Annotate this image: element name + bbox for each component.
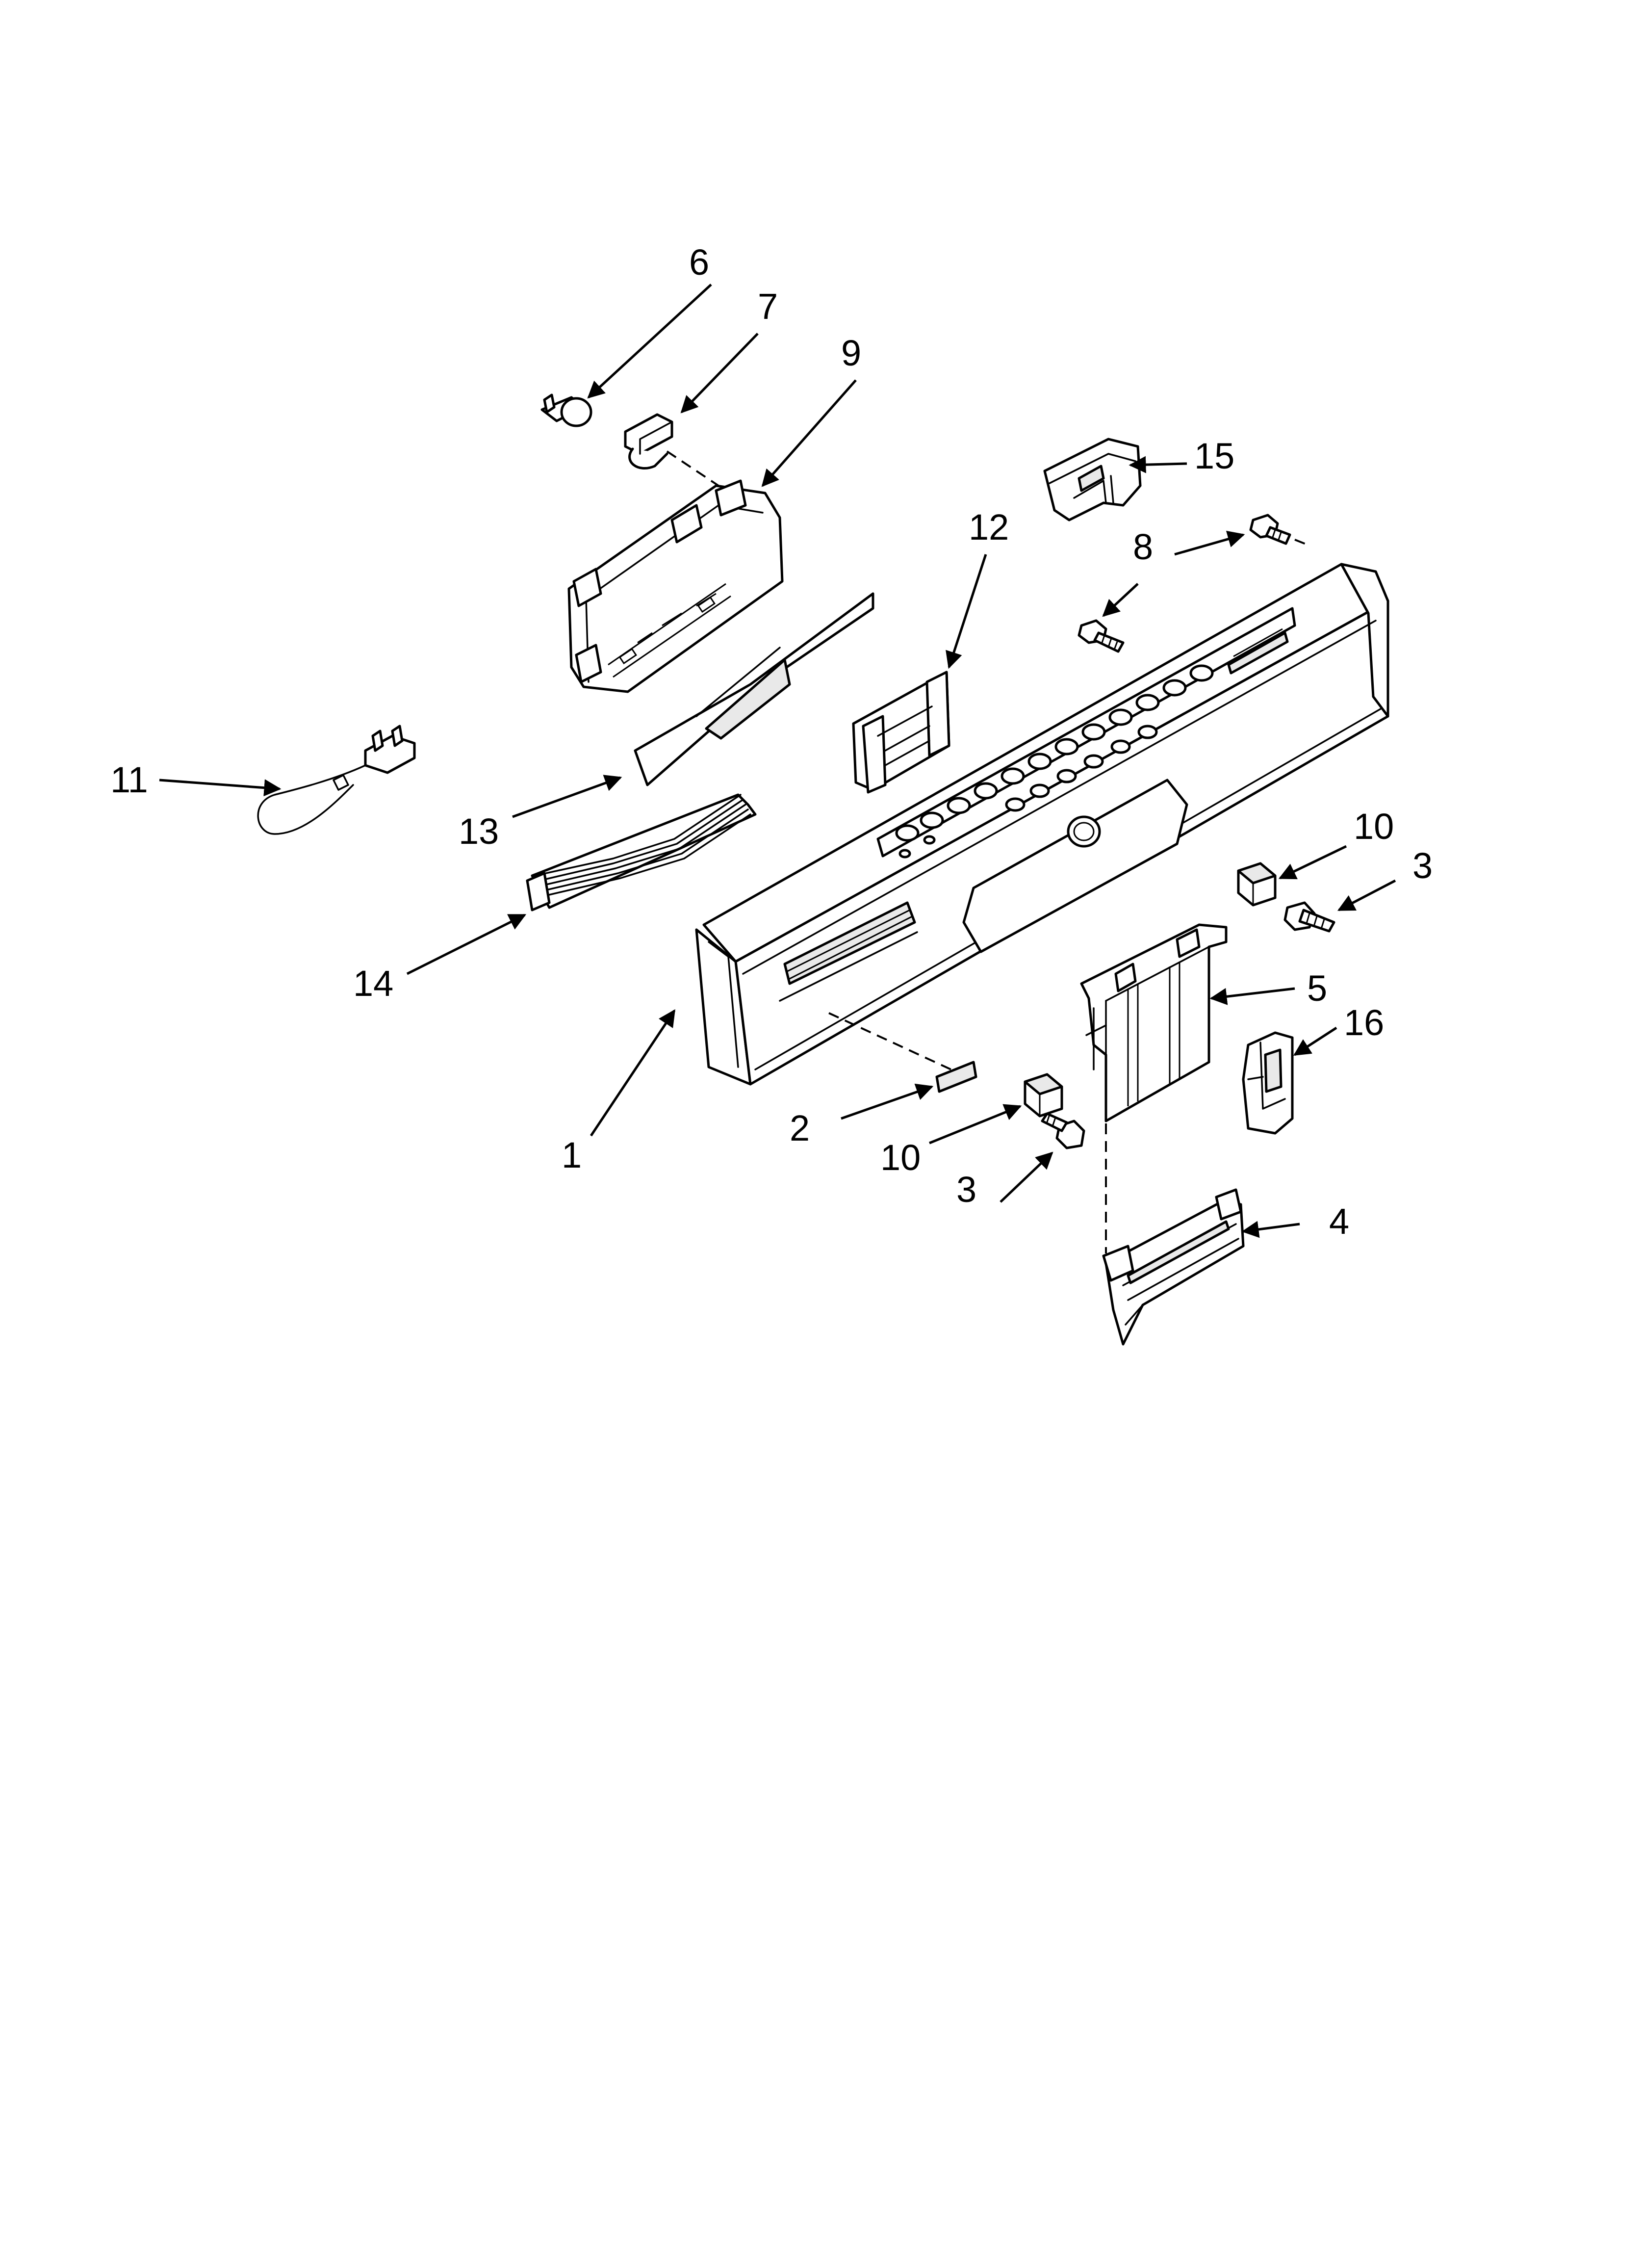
part-8-mount-line (1294, 539, 1310, 547)
part-15-bracket-clip[interactable] (1043, 438, 1142, 521)
callout-15: 15 (1194, 436, 1234, 476)
part-10-clip-upper[interactable] (1237, 862, 1277, 907)
part-14-ribbon-cable[interactable] (526, 793, 757, 912)
callout-14: 14 (353, 963, 393, 1004)
callout-10-lower: 10 (880, 1137, 921, 1178)
part-8-screw-right[interactable] (1249, 514, 1291, 545)
leader-lines (159, 284, 1396, 1238)
part-16-holder[interactable] (1242, 1031, 1294, 1135)
callout-16: 16 (1344, 1002, 1384, 1043)
part-11-wire-harness[interactable] (257, 725, 416, 835)
part-12-carrier-frame[interactable] (852, 671, 950, 794)
part-1-console-panel[interactable] (695, 563, 1389, 1086)
part-5-bracket[interactable] (1080, 923, 1228, 1122)
console-button-row (895, 664, 1214, 859)
part-3-screw-lower[interactable] (1041, 1112, 1085, 1149)
callout-6: 6 (689, 242, 709, 283)
callout-12: 12 (969, 507, 1009, 547)
part-2-mount-line (828, 1012, 957, 1073)
part-4-lower-bracket[interactable] (1102, 1188, 1245, 1346)
callout-7: 7 (758, 286, 778, 327)
callout-4: 4 (1329, 1201, 1349, 1242)
callout-3-lower: 3 (956, 1169, 976, 1210)
callout-13: 13 (459, 811, 499, 852)
callout-labels: 6 7 9 15 12 8 11 13 14 10 3 5 16 1 2 10 … (110, 242, 1433, 1242)
callout-11: 11 (110, 759, 148, 800)
part-3-screw-upper[interactable] (1283, 901, 1335, 933)
callout-8: 8 (1133, 526, 1153, 567)
part-7-clamp[interactable] (624, 413, 673, 469)
callout-3-upper: 3 (1412, 845, 1433, 886)
part-8-screw-left[interactable] (1078, 619, 1125, 653)
part-6-switch[interactable] (540, 393, 592, 427)
callout-10-upper: 10 (1354, 806, 1394, 847)
part-13-insulator-sheet[interactable] (634, 592, 874, 786)
part-7-mount-line (666, 450, 719, 487)
callout-9: 9 (841, 333, 861, 373)
callout-1: 1 (562, 1135, 582, 1175)
part-10-clip-lower[interactable] (1024, 1073, 1063, 1118)
callout-2: 2 (790, 1108, 810, 1148)
callout-5: 5 (1307, 968, 1327, 1009)
part-2-label[interactable] (935, 1061, 977, 1093)
part-9-control-board[interactable] (567, 479, 784, 693)
